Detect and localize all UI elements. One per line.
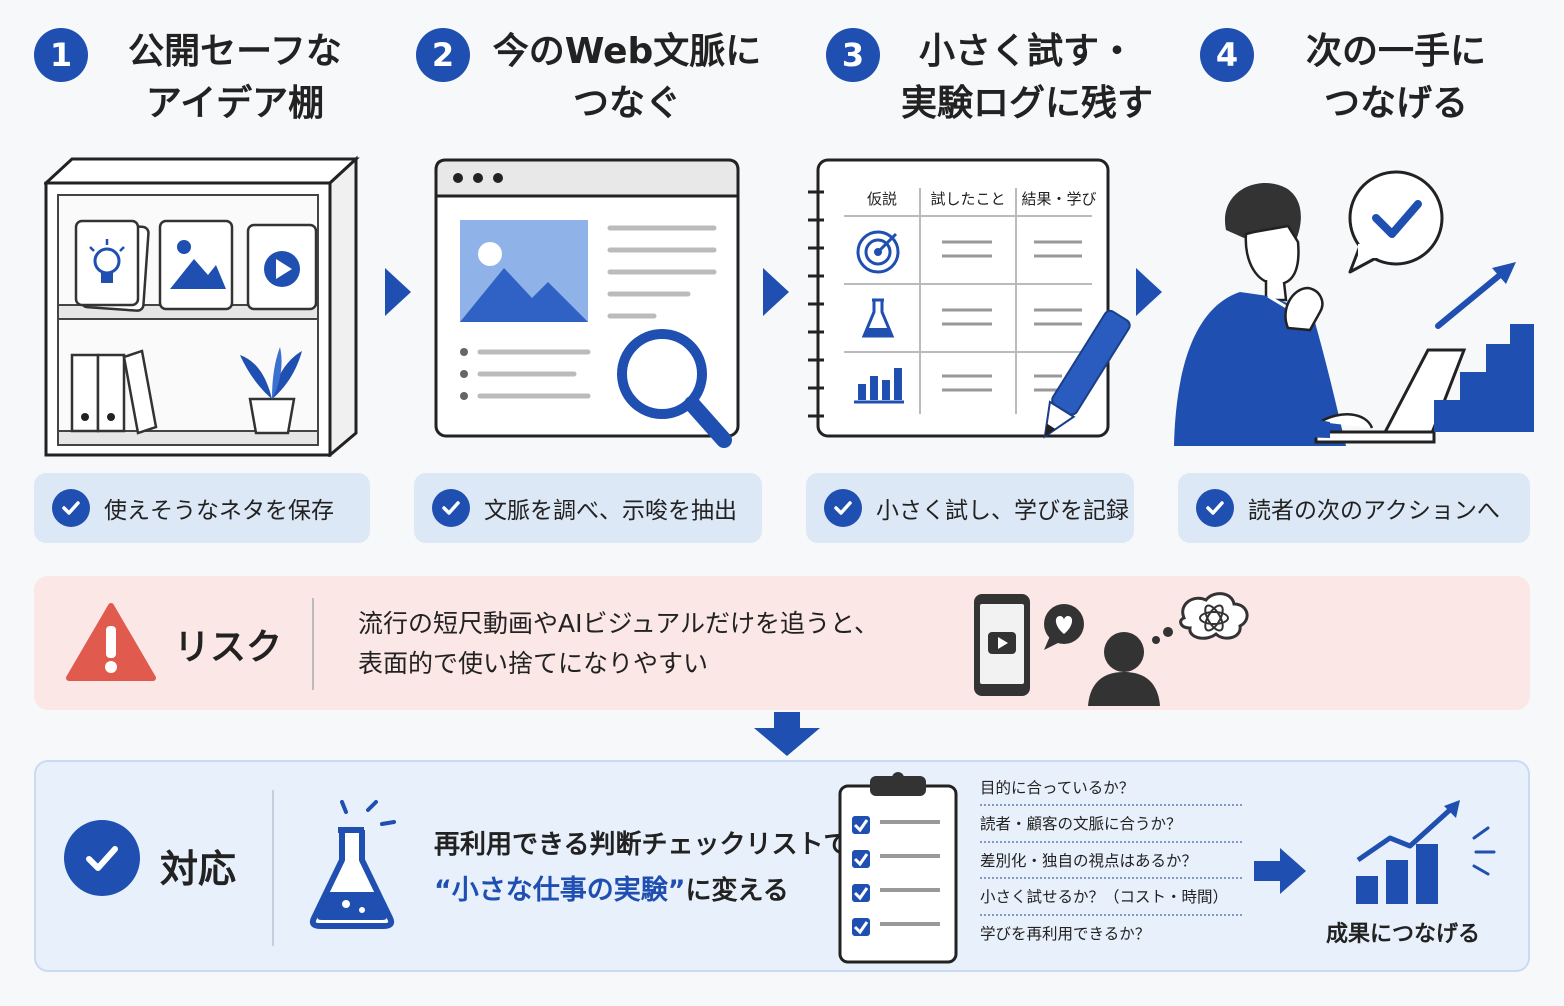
checklist-item: 読者・顧客の文脈に合うか？ xyxy=(980,806,1242,843)
step-title-2: 今のWeb文脈に つなぐ xyxy=(492,31,762,124)
step-caption-text-3: 小さく試し、学びを記録 xyxy=(876,498,1129,524)
step-title-3: 小さく試す・ 実験ログに残す xyxy=(900,31,1153,124)
check-circle-icon xyxy=(1196,489,1234,527)
log-header-result: 結果・学び xyxy=(1021,190,1097,208)
step-caption-1: 使えそうなネタを保存 xyxy=(34,473,370,543)
result-label: 成果につなげる xyxy=(1326,922,1481,947)
clipboard-checklist-icon xyxy=(838,772,958,964)
arrow-right-icon xyxy=(1136,268,1162,316)
response-panel: 対応 再利用できる判断チェックリストで “小さな仕事の実験”に変える xyxy=(34,760,1530,972)
risk-text: 流行の短尺動画やAIビジュアルだけを追うと、 表面的で使い捨てになりやすい xyxy=(358,609,879,678)
checklist-item: 小さく試せるか？（コスト・時間） xyxy=(980,879,1242,916)
browser-search-icon xyxy=(434,158,740,448)
step-title-1: 公開セーフな アイデア棚 xyxy=(128,31,342,124)
check-circle-icon xyxy=(432,489,470,527)
arrow-right-icon xyxy=(763,268,789,316)
divider xyxy=(312,598,314,690)
check-circle-icon xyxy=(64,820,140,896)
step-caption-text-2: 文脈を調べ、示唆を抽出 xyxy=(484,498,737,524)
checklist-item: 学びを再利用できるか？ xyxy=(980,924,1151,943)
step-caption-4: 読者の次のアクションへ xyxy=(1178,473,1530,543)
step-caption-text-1: 使えそうなネタを保存 xyxy=(104,498,334,524)
checklist-item: 差別化・独自の視点はあるか？ xyxy=(980,843,1242,880)
response-suffix: に変える xyxy=(685,876,789,906)
notebook-log-icon: 仮説 試したこと 結果・学び xyxy=(806,158,1132,448)
log-header-tried: 試したこと xyxy=(930,190,1006,208)
growth-chart-icon xyxy=(1356,800,1496,904)
risk-label: リスク xyxy=(174,627,283,668)
step-title-4: 次の一手に つなげる xyxy=(1305,31,1486,124)
step-caption-3: 小さく試し、学びを記録 xyxy=(806,473,1134,543)
arrow-right-icon xyxy=(385,268,411,316)
checklist-item: 目的に合っているか？ xyxy=(980,770,1242,807)
step-number-1: 1 xyxy=(34,28,88,82)
bookshelf-icon xyxy=(44,155,360,457)
arrow-right-icon xyxy=(1254,848,1306,894)
warning-icon xyxy=(66,603,156,681)
log-header-hypothesis: 仮説 xyxy=(866,190,897,208)
divider xyxy=(272,790,274,946)
check-circle-icon xyxy=(824,489,862,527)
risk-banner: リスク 流行の短尺動画やAIビジュアルだけを追うと、 表面的で使い捨てになりやす… xyxy=(34,576,1530,710)
step-4: 4 次の一手に つなげる xyxy=(1200,20,1530,130)
checklist-questions: 目的に合っているか？ 読者・顧客の文脈に合うか？ 差別化・独自の視点はあるか？ … xyxy=(980,770,1242,952)
step-number-4: 4 xyxy=(1200,28,1254,82)
step-2: 2 今のWeb文脈に つなぐ xyxy=(416,20,776,130)
step-1: 1 公開セーフな アイデア棚 xyxy=(34,20,374,130)
thinking-person-icon xyxy=(1174,170,1534,446)
response-text: 再利用できる判断チェックリストで “小さな仕事の実験”に変える xyxy=(434,830,850,906)
check-circle-icon xyxy=(52,489,90,527)
arrow-down-icon xyxy=(754,712,820,756)
response-label: 対応 xyxy=(160,847,237,891)
response-highlight: “小さな仕事の実験” xyxy=(434,875,686,906)
step-3: 3 小さく試す・ 実験ログに残す xyxy=(826,20,1166,130)
flask-icon xyxy=(309,800,396,929)
step-caption-2: 文脈を調べ、示唆を抽出 xyxy=(414,473,762,543)
phone-video-icon xyxy=(974,592,1249,706)
step-caption-text-4: 読者の次のアクションへ xyxy=(1248,498,1500,524)
step-number-3: 3 xyxy=(826,28,880,82)
step-number-2: 2 xyxy=(416,28,470,82)
